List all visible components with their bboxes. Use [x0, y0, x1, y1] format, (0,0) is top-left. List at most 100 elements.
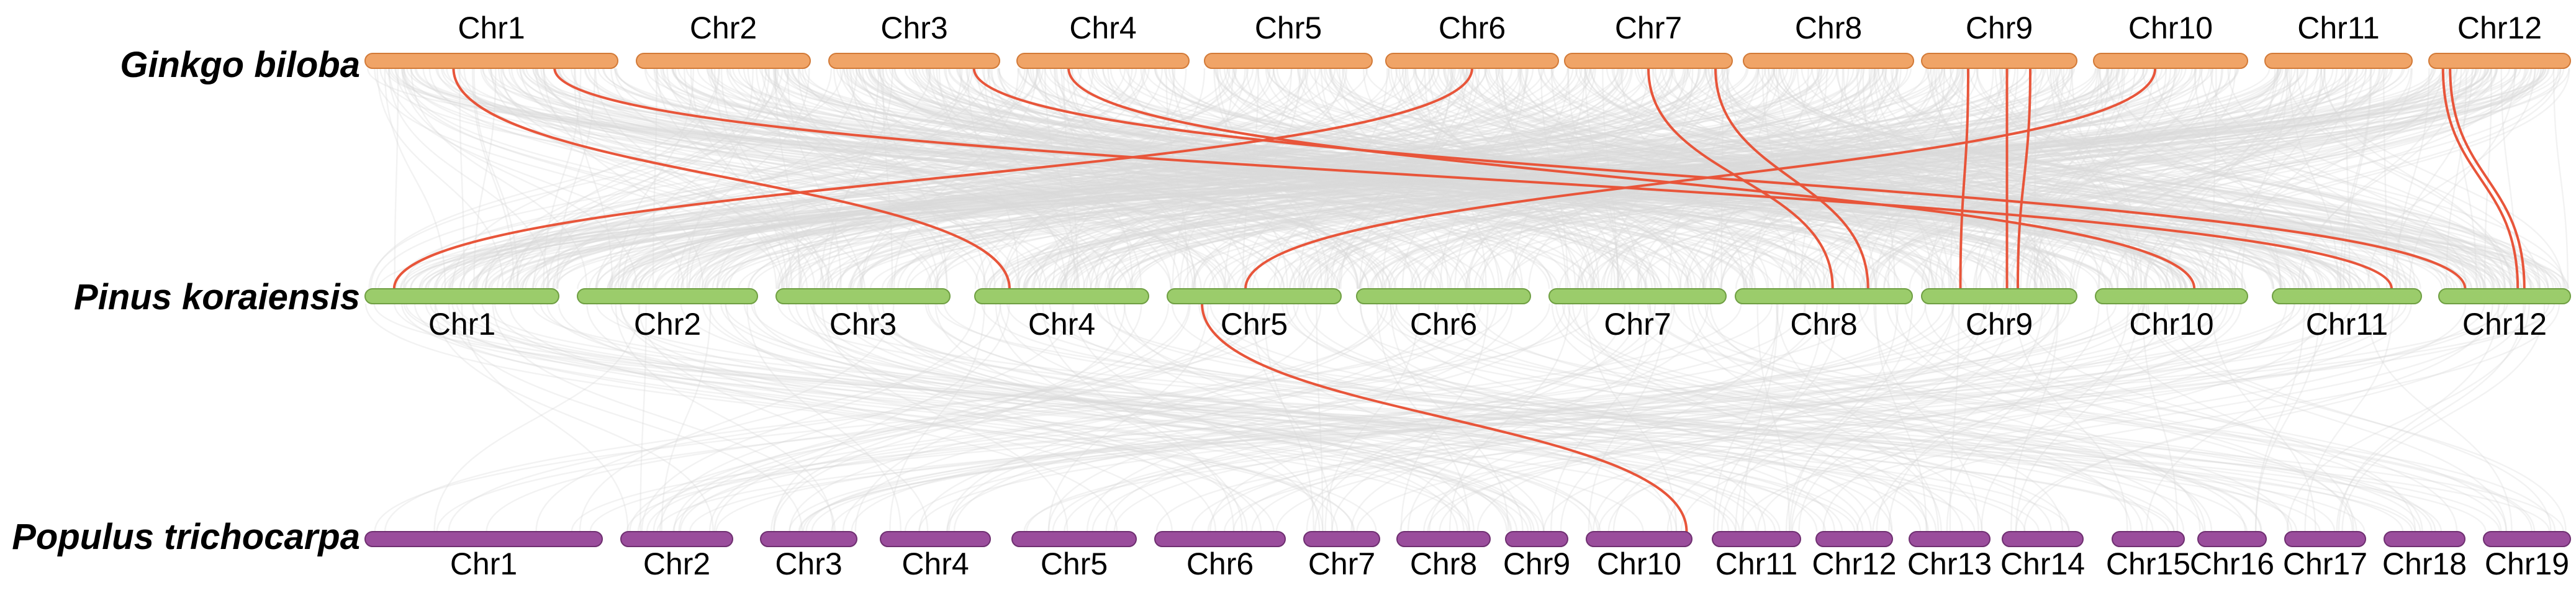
background-link [1003, 68, 1246, 289]
background-link [2341, 303, 2546, 532]
background-link [1203, 303, 1864, 532]
background-link [1026, 68, 1976, 289]
chromosome-bar-ginkgo-chr2 [636, 53, 811, 69]
background-link [867, 303, 1818, 532]
background-link [484, 68, 1955, 289]
background-link [1381, 68, 1452, 289]
background-link [489, 68, 2282, 289]
background-link [457, 68, 1225, 289]
background-link [1213, 68, 2130, 289]
background-link [998, 68, 2350, 289]
background-link [716, 68, 2043, 289]
chromosome-label-pinus-chr9: Chr9 [1966, 307, 2033, 342]
background-link [2200, 68, 2416, 289]
background-link [2202, 68, 2413, 289]
chromosome-bar-pinus-chr8 [1735, 288, 1913, 304]
background-link [2028, 68, 2559, 289]
background-link [1949, 68, 2539, 289]
background-link [1350, 303, 1828, 532]
background-link [1423, 303, 2010, 532]
chromosome-label-populus-chr17: Chr17 [2283, 547, 2367, 581]
background-link [482, 68, 1340, 289]
background-link [596, 303, 2404, 532]
background-link [2304, 303, 2394, 532]
background-link [2210, 68, 2467, 289]
background-link [1033, 68, 1471, 289]
background-link [1874, 68, 2119, 289]
background-link [404, 68, 2364, 289]
highlight-link [2017, 68, 2031, 289]
background-link [1602, 68, 1619, 289]
background-link [861, 68, 1094, 289]
background-link [2343, 68, 2372, 289]
background-link [870, 303, 1507, 532]
background-link [433, 303, 641, 532]
background-link [1584, 68, 1619, 289]
background-link [1281, 303, 2052, 532]
background-link [405, 303, 2321, 532]
background-link [2034, 68, 2110, 289]
background-link [1924, 303, 2354, 532]
background-link [936, 303, 2564, 532]
background-link [418, 68, 1724, 289]
background-link [1785, 303, 1913, 532]
background-link [2366, 303, 2513, 532]
background-link [1293, 303, 1929, 532]
background-link [1338, 68, 1528, 289]
background-link [471, 303, 1545, 532]
chromosome-label-populus-chr6: Chr6 [1186, 547, 1254, 581]
background-link [571, 303, 2143, 532]
background-link [981, 303, 2248, 532]
background-link [997, 68, 1553, 289]
background-link [1251, 303, 2146, 532]
background-link [1497, 68, 2182, 289]
background-link [797, 68, 948, 289]
chromosome-label-ginkgo-chr5: Chr5 [1255, 11, 1322, 45]
background-link [1429, 303, 1818, 532]
background-link [792, 68, 1840, 289]
background-link [577, 68, 2120, 289]
background-link [671, 68, 1435, 289]
chromosome-bar-populus-chr5 [1011, 531, 1137, 547]
background-link [2165, 68, 2276, 289]
background-link [653, 68, 1047, 289]
background-link [683, 68, 862, 289]
background-link [430, 303, 2366, 532]
background-link [1071, 68, 1196, 289]
background-link [908, 68, 2403, 289]
highlight-link [1067, 68, 2196, 289]
background-link [402, 68, 1137, 289]
background-link [459, 68, 1704, 289]
background-link [543, 68, 1041, 289]
background-link [676, 68, 1884, 289]
background-link [1140, 68, 1623, 289]
background-link [1448, 68, 1879, 289]
background-link [707, 68, 1202, 289]
background-link [522, 68, 2472, 289]
background-link [410, 68, 1829, 289]
background-link [708, 68, 1397, 289]
background-link [2552, 68, 2569, 289]
background-link [2408, 68, 2516, 289]
background-link [394, 68, 399, 289]
background-link [773, 303, 1191, 532]
background-link [918, 303, 1468, 532]
background-link [1342, 68, 1745, 289]
background-link [662, 68, 1946, 289]
background-link [1316, 303, 1324, 532]
background-link [988, 68, 1142, 289]
background-link [1289, 68, 2052, 289]
background-link [2254, 303, 2321, 532]
background-link [1513, 68, 1719, 289]
chromosome-bar-ginkgo-chr11 [2264, 53, 2413, 69]
background-link [1798, 68, 1964, 289]
background-link [703, 68, 1860, 289]
background-link [882, 68, 893, 289]
background-link [1401, 68, 1682, 289]
background-link [615, 68, 2114, 289]
background-link [1245, 68, 1503, 289]
background-link [510, 68, 1227, 289]
background-link [492, 303, 836, 532]
background-link [473, 68, 497, 289]
background-link [856, 68, 1912, 289]
